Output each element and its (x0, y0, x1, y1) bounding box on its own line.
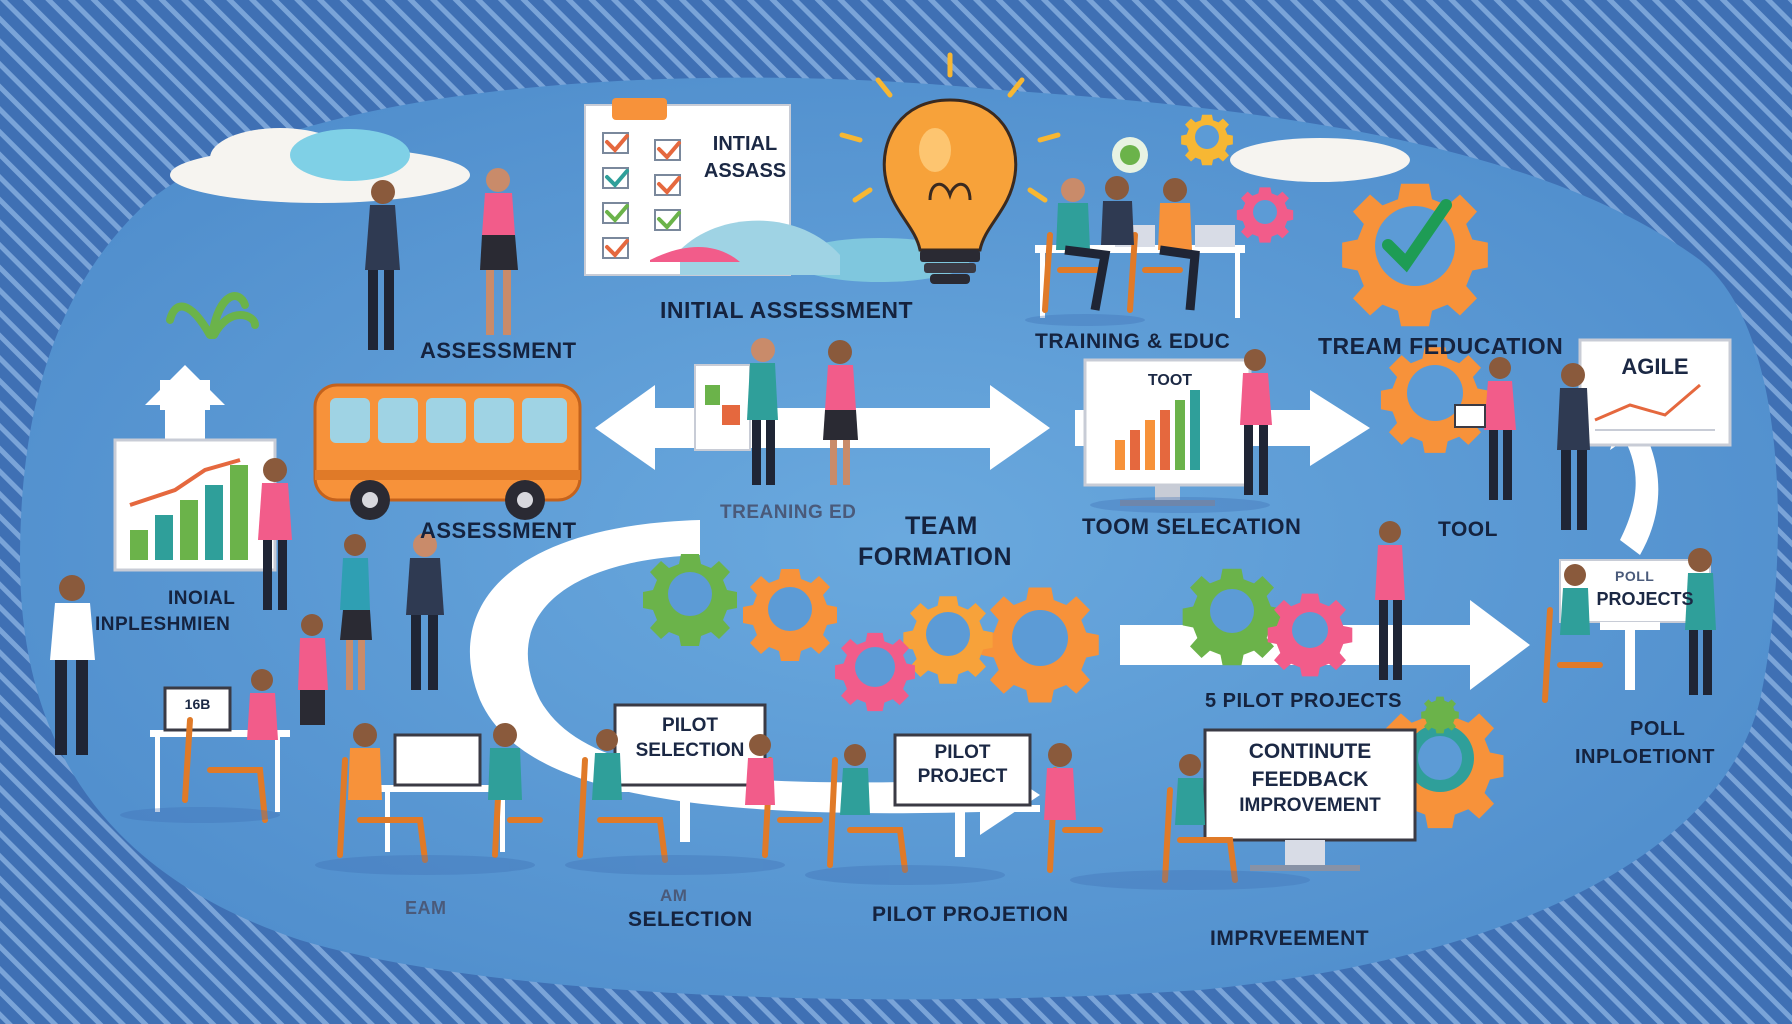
label-initial-assessment: INITIAL ASSESSMENT (660, 297, 914, 323)
label-assessment-top: ASSESSMENT (420, 338, 577, 363)
label-am-selection-line1: AM (660, 886, 688, 905)
laptop-screen-number: 16B (184, 696, 211, 712)
people (50, 168, 1716, 825)
label-inicial-implementation-line2: INPLESHMIEN (95, 614, 231, 635)
pilot-project-board-line1: PILOT (934, 742, 991, 763)
label-tool-selection: TOOM SELECATION (1082, 514, 1302, 539)
label-poll-projects: POLL (1615, 568, 1655, 584)
lightbulb-icon (839, 52, 1061, 284)
label-poll-implementation-line2: INPLOETIONT (1575, 746, 1715, 768)
initial-assess-board-line2: ASSASS (703, 160, 787, 182)
label-team-education: TREAM FEDUCATION (1318, 333, 1564, 359)
label-eam: EAM (405, 898, 447, 918)
label-team-formation-line2: FORMATION (858, 543, 1013, 571)
initial-assess-board-line1: INTIAL (712, 133, 778, 155)
toot-board: TOOT (1147, 372, 1193, 389)
label-team-formation-line1: TEAM (905, 512, 978, 540)
checkmark-gear-icon (1342, 183, 1488, 327)
continue-board-line3: IMPROVEMENT (1239, 795, 1381, 816)
label-assessment-mid: ASSESSMENT (420, 518, 577, 543)
pilot-project-board-line2: PROJECT (917, 766, 1008, 787)
label-training-educ: TRAINING & EDUC (1035, 330, 1231, 353)
gear-icon (643, 347, 1504, 829)
checklist-icon (584, 98, 840, 276)
label-poll-implementation-line1: POLL (1630, 718, 1686, 740)
continue-board-line1: CONTINUTE (1248, 740, 1372, 763)
label-inicial-implementation-line1: INOIAL (168, 588, 236, 609)
poll-projects-card: PROJECTS (1596, 589, 1694, 609)
label-pilot-projetion: PILOT PROJETION (872, 903, 1069, 926)
pilot-selection-board-line1: PILOT (662, 715, 718, 736)
gear-icon (1112, 114, 1294, 243)
label-improvement: IMPRVEEMENT (1210, 927, 1370, 950)
bus-icon (313, 383, 582, 520)
label-pilot-projects: 5 PILOT PROJECTS (1205, 690, 1402, 712)
label-treaning-ed: TREANING ED (720, 502, 857, 523)
pilot-selection-board-line2: SELECTION (635, 740, 745, 761)
agile-board: AGILE (1621, 354, 1689, 379)
label-am-selection-line2: SELECTION (628, 908, 753, 931)
label-tool: TOOL (1438, 518, 1498, 541)
continue-board-line2: FEEDBACK (1251, 768, 1369, 791)
